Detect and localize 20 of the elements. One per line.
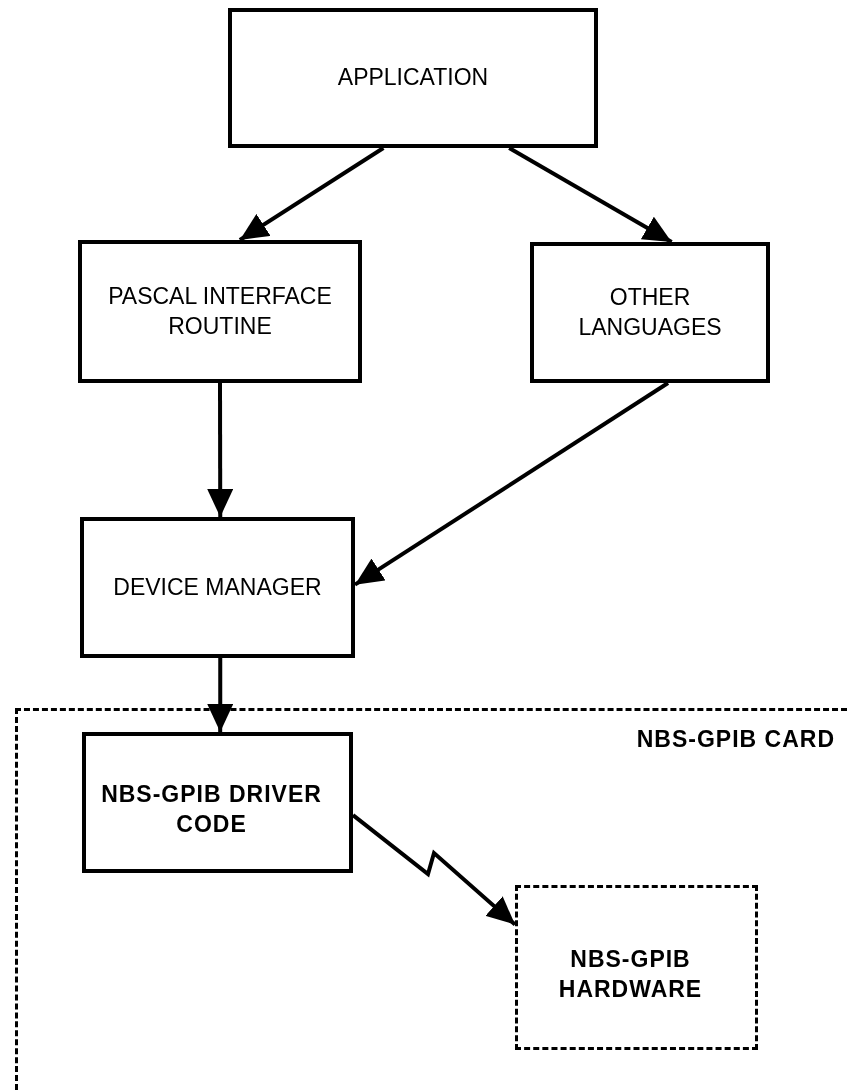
arrow: [351, 813, 517, 927]
dashed-box: [515, 885, 758, 1050]
process-box: [78, 240, 362, 383]
box-label: OTHER LANGUAGES: [577, 282, 723, 342]
arrow: [353, 381, 670, 587]
process-box: [228, 8, 598, 148]
arrow: [238, 146, 385, 242]
arrow: [207, 658, 234, 732]
process-box: [530, 242, 770, 383]
region-label: NBS-GPIB CARD: [636, 725, 835, 754]
arrow: [207, 383, 234, 517]
arrow: [508, 146, 673, 244]
dashed-region: [15, 708, 847, 1090]
box-label: PASCAL INTERFACE ROUTINE: [107, 281, 333, 341]
process-box: [80, 517, 355, 658]
box-label: DEVICE MANAGER: [112, 572, 323, 602]
box-label: NBS-GPIB HARDWARE: [557, 944, 704, 1004]
box-label: APPLICATION: [336, 63, 490, 93]
box-label: NBS-GPIB DRIVER CODE: [100, 779, 323, 839]
process-box: [82, 732, 353, 873]
